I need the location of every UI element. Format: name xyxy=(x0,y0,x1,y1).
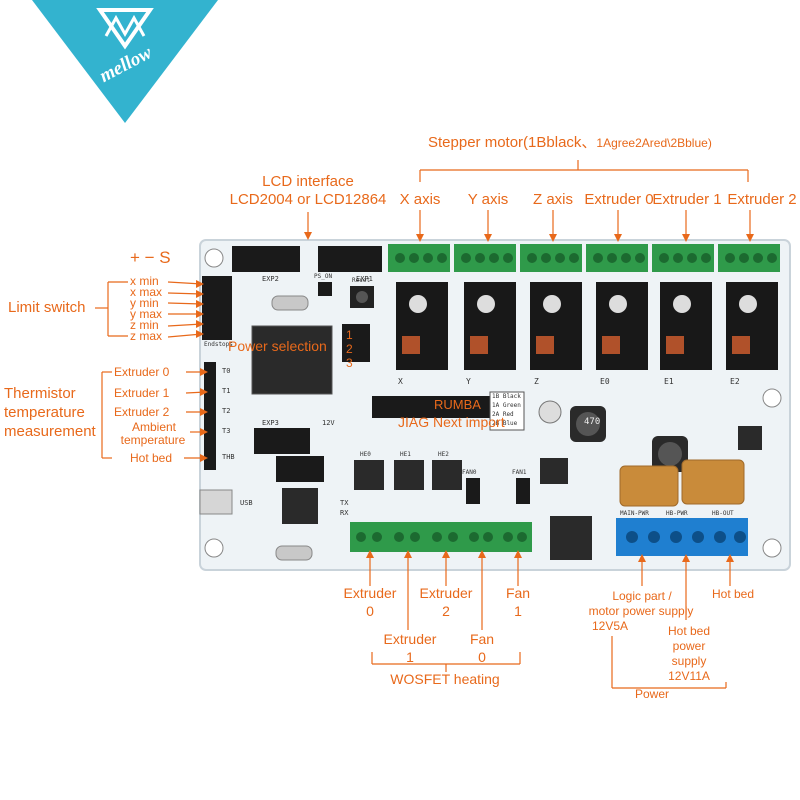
silk-legend-1: 1B Black xyxy=(492,393,521,400)
plus-minus-s-label: + − S xyxy=(130,248,171,267)
silk-usb: USB xyxy=(240,499,253,507)
hotbed-power-line4: 12V11A xyxy=(668,669,710,683)
silk-endstops: Endstops xyxy=(204,341,233,348)
silk-exp1: EXP1 xyxy=(356,275,373,283)
rumba-label: RUMBA xyxy=(434,397,481,412)
stepper-motor-title: Stepper motor(1Bblack、1Agree2Ared\2Bblue… xyxy=(428,134,712,151)
logo-triangle xyxy=(32,0,218,123)
silk-e1: E1 xyxy=(664,377,674,386)
limit-x-min: x min xyxy=(130,274,159,288)
axis-label-x: X axis xyxy=(399,191,441,208)
axis-label-extruder0: Extruder 0 xyxy=(584,191,654,208)
wosfet-heating-label: WOSFET heating xyxy=(390,671,500,687)
bottom-extruder0-line1: Extruder xyxy=(343,585,397,601)
silk-t3: T3 xyxy=(222,427,231,435)
silk-thb: THB xyxy=(222,453,235,461)
bottom-fan1-line2: 1 xyxy=(514,603,522,619)
silk-t2: T2 xyxy=(222,407,231,415)
bottom-extruder0-line2: 0 xyxy=(366,603,374,619)
silk-ps-on: PS_ON xyxy=(314,273,333,280)
silk-hb-pwr: HB-PWR xyxy=(666,510,688,517)
bottom-extruder1-line1: Extruder xyxy=(383,631,437,647)
silk-t1: T1 xyxy=(222,387,231,395)
silk-fan0: FAN0 xyxy=(462,469,477,476)
therm-extruder2: Extruder 2 xyxy=(114,405,170,419)
silk-legend-3: 2A Red xyxy=(492,411,514,418)
silk-exp3: EXP3 xyxy=(262,419,279,427)
logo-m-glyph xyxy=(104,14,146,38)
limit-z-max: z max xyxy=(130,329,163,343)
logic-power-line3: 12V5A xyxy=(591,619,629,633)
limit-x-max: x max xyxy=(130,285,163,299)
silk-e2: E2 xyxy=(730,377,740,386)
therm-extruder0: Extruder 0 xyxy=(114,365,170,379)
axis-label-extruder1: Extruder 1 xyxy=(652,191,722,208)
bottom-fan0-line2: 0 xyxy=(478,649,486,665)
limit-switch-label: Limit switch xyxy=(8,299,86,316)
power-jumper-3: 3 xyxy=(346,356,353,370)
silk-exp2: EXP2 xyxy=(262,275,279,283)
therm-ambient: Ambient xyxy=(131,420,177,434)
silk-x: X xyxy=(398,377,403,386)
logo-mark xyxy=(96,8,154,50)
silk-fan1: FAN1 xyxy=(512,469,527,476)
power-jumper-2: 2 xyxy=(346,342,353,356)
board xyxy=(199,239,791,571)
thermistor-label-line3: measurement xyxy=(4,423,96,440)
axis-label-extruder2: Extruder 2 xyxy=(727,191,797,208)
bottom-extruder2-line1: Extruder xyxy=(419,585,473,601)
silk-hb-out: HB-OUT xyxy=(712,510,734,517)
hotbed-power-line3: supply xyxy=(671,654,707,668)
silk-reset: Reset xyxy=(352,277,371,284)
bottom-fan1-line1: Fan xyxy=(505,585,531,601)
thermistor-label-line2: temperature xyxy=(4,404,85,421)
silk-12v: 12V xyxy=(322,419,335,427)
silk-he0-top: HE0 xyxy=(360,451,371,458)
silk-y: Y xyxy=(466,377,471,386)
limit-y-max: y max xyxy=(130,307,163,321)
silk-he1-top: HE1 xyxy=(400,451,411,458)
silk-main-pwr: MAIN-PWR xyxy=(620,510,649,517)
bottom-fan0-line1: Fan xyxy=(469,631,495,647)
silk-z: Z xyxy=(534,377,539,386)
silk-e0: E0 xyxy=(600,377,610,386)
power-jumper-1: 1 xyxy=(346,328,353,342)
limit-y-min: y min xyxy=(130,296,159,310)
lcd-interface-label: LCD interface xyxy=(262,173,354,190)
silk-cap-value: 470 xyxy=(584,417,601,427)
silk-tx: TX xyxy=(340,499,349,507)
silk-he2-top: HE2 xyxy=(438,451,449,458)
logic-power-line1: Logic part / xyxy=(612,589,672,603)
silk-t0: T0 xyxy=(222,367,231,375)
limit-z-min: z min xyxy=(130,318,159,332)
silk-rx: RX xyxy=(340,509,349,517)
bottom-extruder2-line2: 2 xyxy=(442,603,450,619)
arrowheads xyxy=(196,232,754,562)
hot-bed-output-label: Hot bed xyxy=(711,587,755,601)
power-label: Power xyxy=(634,687,669,701)
logic-power-line2: motor power supply xyxy=(588,604,694,618)
jtag-label: JIAG Next import xyxy=(398,414,505,430)
bottom-extruder1-line2: 1 xyxy=(406,649,414,665)
power-selection-label: Power selection xyxy=(228,338,327,354)
silk-legend-2: 1A Green xyxy=(492,402,521,409)
axis-label-z: Z axis xyxy=(532,191,573,208)
lcd-model-label: LCD2004 or LCD12864 xyxy=(229,191,387,208)
therm-extruder1: Extruder 1 xyxy=(114,386,170,400)
therm-hot-bed: Hot bed xyxy=(130,451,173,465)
axis-label-y: Y axis xyxy=(467,191,509,208)
therm-ambient-temperature: temperature xyxy=(120,433,186,447)
hotbed-power-line1: Hot bed xyxy=(667,624,711,638)
silk-legend-4: 2B Blue xyxy=(492,420,518,427)
stepper-motor-subtitle: 1Agree2Ared\2Bblue) xyxy=(596,136,712,150)
hotbed-power-line2: power xyxy=(672,639,706,653)
thermistor-label-line1: Thermistor xyxy=(4,385,76,402)
